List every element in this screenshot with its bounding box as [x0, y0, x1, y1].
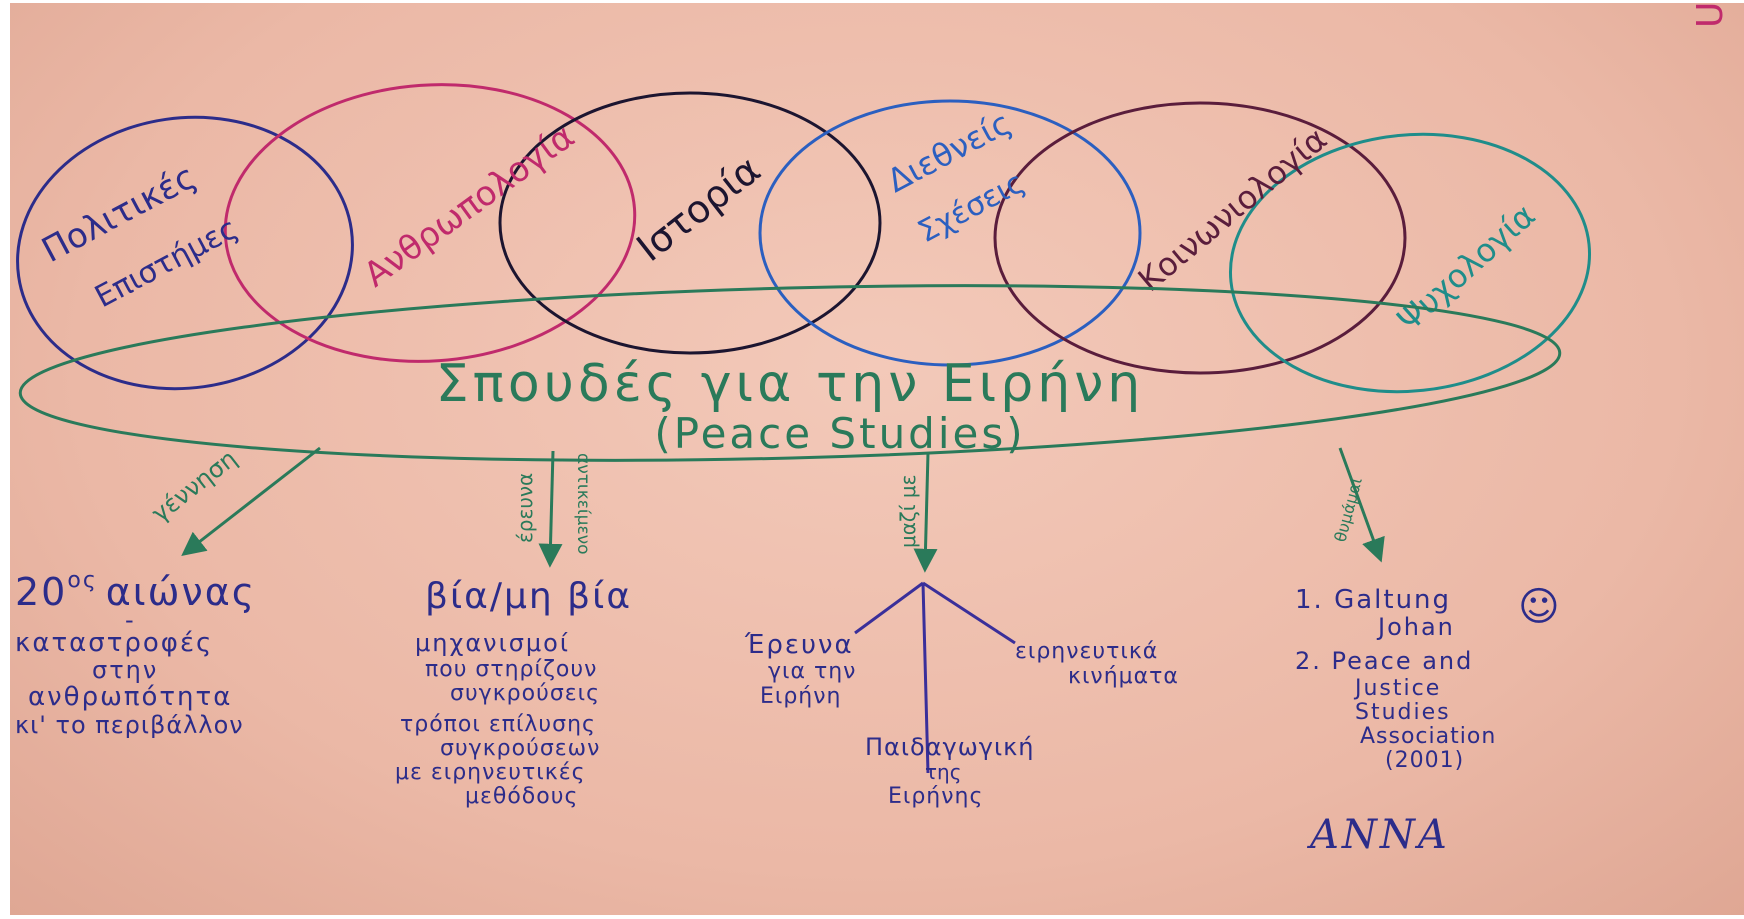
- circle-history: [498, 91, 882, 355]
- arrow-label-founders: θυμάμαι: [1331, 475, 1366, 544]
- branch-research-line-3: συγκρούσεις: [450, 681, 600, 706]
- signature: ΑΝΝΑ: [1306, 812, 1450, 858]
- branch-birth-heading-rest: αιώνας: [106, 570, 256, 614]
- center-subtitle: (Peace Studies): [654, 409, 1025, 458]
- circle-political: [16, 115, 354, 391]
- branch-founders-item-5: Studies: [1355, 700, 1451, 725]
- corner-mark: U: [1690, 3, 1731, 28]
- circle-sociology: [993, 101, 1407, 375]
- branch-research-heading: βία/μη βία: [425, 576, 632, 617]
- branch-founders-item-7: (2001): [1385, 748, 1464, 773]
- arrow-birth: [181, 446, 321, 556]
- label-anthropology: Ανθρωπολογία: [357, 116, 582, 295]
- branch-together-bottom-2: της: [925, 760, 961, 784]
- arrow-label-together: μαζί με: [896, 475, 920, 548]
- branch-birth-heading: 20ος αιώνας: [15, 568, 256, 614]
- center-ellipse: [18, 284, 1562, 462]
- poster-sheet: Πολιτικές Επιστήμες Ανθρωπολογία Ιστορία…: [10, 3, 1744, 915]
- branch-together-left-3: Ειρήνη: [760, 684, 842, 709]
- arrow-founders: [1338, 447, 1385, 563]
- circle-anthropology: [223, 83, 637, 363]
- arrow-label-birth: γέννηση: [146, 444, 242, 527]
- branch-together-bottom-1: Παιδαγωγική: [865, 733, 1034, 761]
- circle-psychology: [1228, 132, 1592, 394]
- circle-intl: [758, 99, 1142, 367]
- arrow-together: [913, 452, 938, 573]
- branch-research-line-7: μεθόδους: [465, 784, 578, 809]
- branch-birth-line-2: στην: [92, 656, 158, 684]
- branch-birth-dash: -: [125, 606, 134, 634]
- branch-research-line-5: συγκρούσεων: [440, 736, 600, 761]
- arrow-label-research-2: αντικείμενο: [573, 453, 593, 555]
- center-title: Σπουδές για την Ειρήνη: [436, 354, 1144, 414]
- smiley-icon: ☺: [1518, 584, 1560, 630]
- branch-founders-item-2: Johan: [1376, 613, 1455, 641]
- branch-founders-item-6: Association: [1360, 724, 1496, 749]
- branch-founders-item-3: 2. Peace and: [1295, 647, 1473, 675]
- branch-founders-item-1: 1. Galtung: [1295, 585, 1451, 615]
- arrow-label-research: έρευνα: [513, 473, 537, 543]
- branch-founders-item-4: Justice: [1353, 676, 1441, 701]
- branch-together-right-2: κινήματα: [1068, 664, 1179, 689]
- branch-birth-heading-main: 20: [15, 570, 67, 614]
- branch-birth-line-1: καταστροφές: [15, 628, 213, 658]
- branch-research-line-1: μηχανισμοί: [415, 629, 570, 657]
- branch-together-left-2: για την: [768, 659, 856, 684]
- label-psychology: Ψυχολογία: [1390, 196, 1543, 339]
- branch-birth-line-4: κι' το περιβάλλον: [15, 711, 244, 739]
- branch-together-right-1: ειρηνευτικά: [1015, 639, 1158, 664]
- mind-map: Πολιτικές Επιστήμες Ανθρωπολογία Ιστορία…: [15, 3, 1731, 858]
- branch-together-left-1: Έρευνα: [744, 630, 854, 660]
- arrow-research: [538, 450, 563, 568]
- branch-research-line-6: με ειρηνευτικές: [395, 760, 586, 785]
- branch-birth-line-3: ανθρωπότητα: [28, 682, 232, 712]
- label-history: Ιστορία: [628, 147, 768, 270]
- branch-birth-heading-sup: ος: [67, 568, 97, 593]
- branch-research-line-4: τρόποι επίλυσης: [400, 712, 596, 737]
- branch-together-fork: [854, 581, 1016, 774]
- label-sociology: Κοινωνιολογία: [1131, 120, 1334, 299]
- branch-together-bottom-3: Ειρήνης: [888, 784, 983, 809]
- branch-research-line-2: που στηρίζουν: [425, 657, 597, 682]
